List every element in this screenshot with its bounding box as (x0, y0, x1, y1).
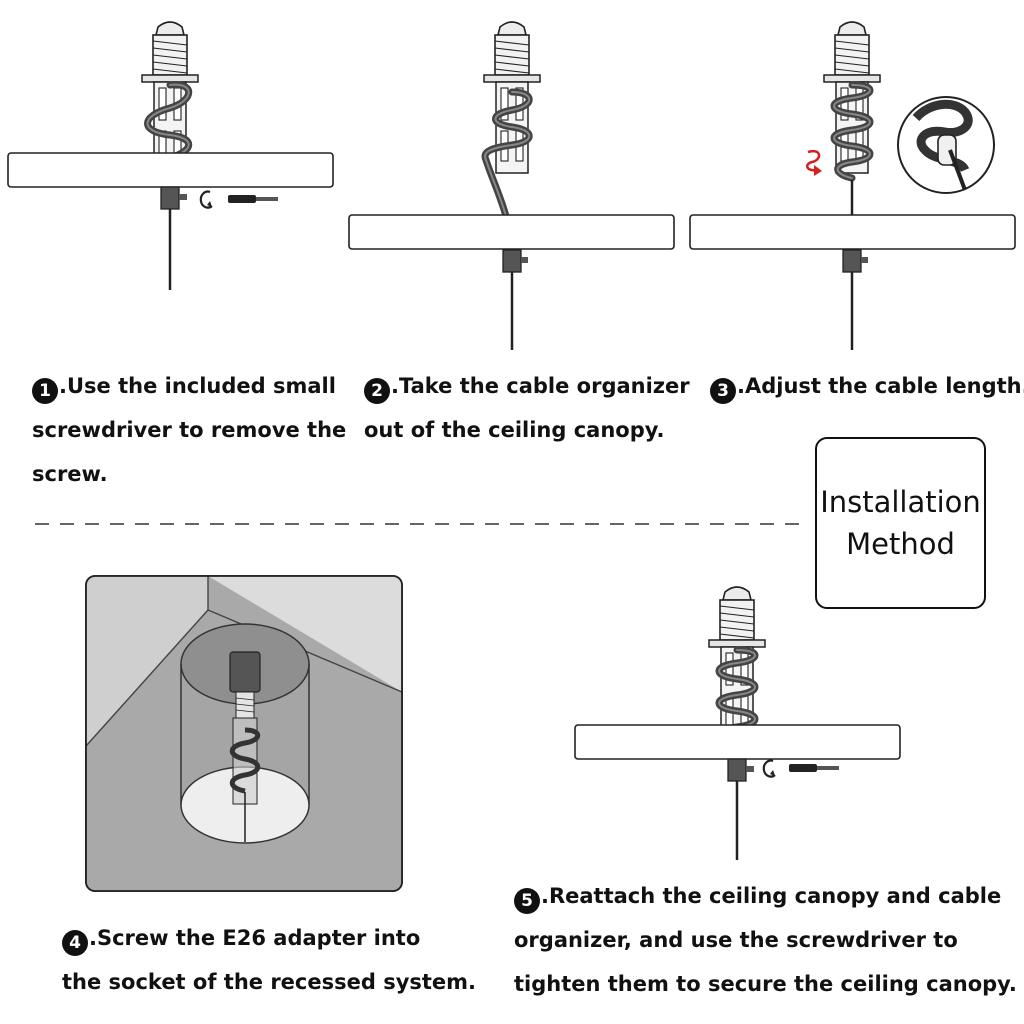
step-4-number: 4 (62, 930, 88, 956)
step-5-caption: 5.Reattach the ceiling canopy and cable … (514, 884, 1017, 996)
step-1-illustration (7, 21, 334, 290)
step-1-number: 1 (32, 378, 58, 404)
title-line-2: Method (846, 527, 955, 561)
step-5-illustration (574, 586, 901, 860)
step-4-caption: 4.Screw the E26 adapter into the socket … (62, 926, 477, 994)
step-3-caption: 3.Adjust the cable length. (710, 364, 1024, 408)
step-2-number: 2 (364, 378, 390, 404)
step-2-caption: 2.Take the cable organizer out of the ce… (364, 374, 690, 442)
step-4-illustration (85, 575, 403, 892)
step-2-illustration (348, 21, 675, 350)
step-5-number: 5 (514, 888, 540, 914)
step-3-illustration (689, 21, 1016, 350)
step-3-number: 3 (710, 378, 736, 404)
step-1-caption: 1.Use the included small screwdriver to … (32, 374, 347, 486)
title-line-1: Installation (820, 485, 981, 519)
